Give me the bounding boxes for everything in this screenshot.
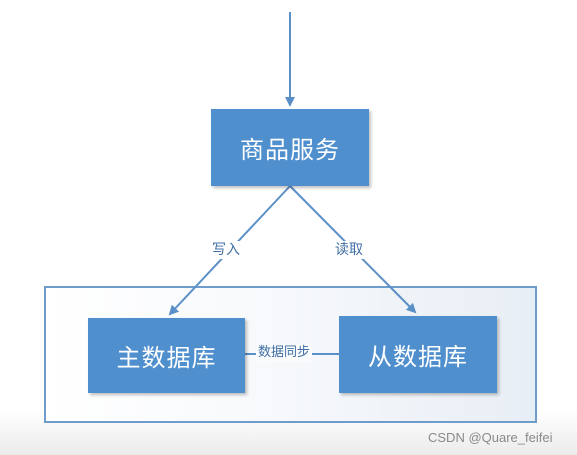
- master-database-node: 主数据库: [88, 318, 245, 393]
- product-service-label: 商品服务: [240, 136, 340, 164]
- watermark: CSDN @Quare_feifei: [428, 430, 553, 445]
- slave-database-label: 从数据库: [368, 343, 468, 371]
- product-service-node: 商品服务: [211, 109, 369, 186]
- slave-database-node: 从数据库: [339, 316, 497, 393]
- sync-edge-label: 数据同步: [256, 344, 313, 362]
- master-database-label: 主数据库: [116, 344, 217, 372]
- write-edge-label: 写入: [210, 241, 242, 259]
- read-edge-label: 读取: [333, 241, 365, 259]
